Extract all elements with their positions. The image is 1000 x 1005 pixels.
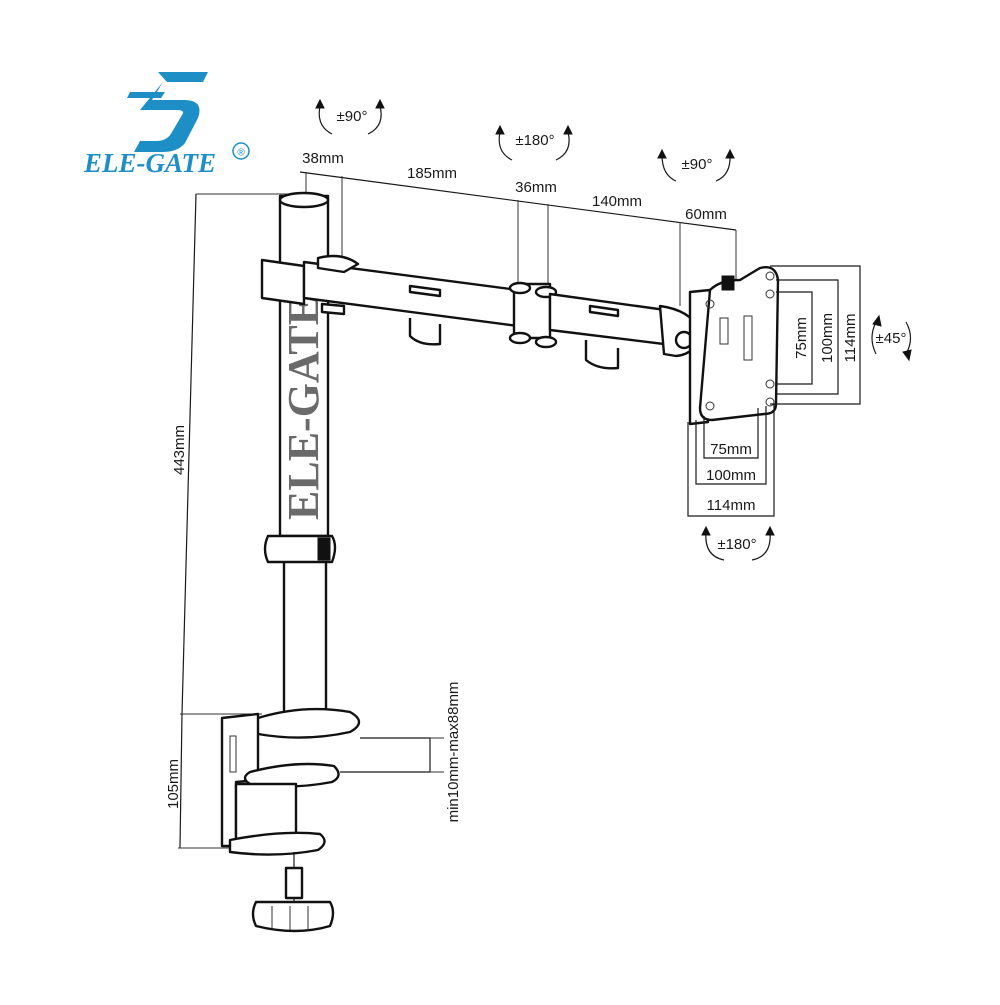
rotation-arm-joint: ±180°: [495, 124, 573, 161]
pole-bracket: [260, 258, 306, 306]
vesa-vertical-114: 114mm: [842, 314, 859, 363]
desk-thickness-dimension: min10mm-max88mm: [340, 682, 462, 823]
clamp-knob: [251, 900, 335, 933]
rotation-label: ±180°: [515, 132, 554, 149]
desk-clamp: [220, 707, 361, 933]
clamp-slot: [229, 735, 237, 773]
dim-pole-height: 443mm: [171, 425, 188, 475]
base-plate: [246, 707, 361, 739]
arm-dimension-line: 38mm 185mm 36mm 140mm 60mm: [299, 150, 737, 306]
rotation-arrow-icon: [498, 131, 513, 161]
rotation-arrow-icon: [318, 105, 333, 135]
dim-clamp-height: 105mm: [165, 759, 182, 809]
collar-knob: [317, 537, 331, 561]
vesa-vertical-100: 100mm: [819, 313, 836, 363]
vesa-horizontal-75: 75mm: [710, 441, 752, 458]
cable-clip-top: [408, 284, 442, 298]
vesa-vertical-75: 75mm: [793, 317, 810, 359]
cable-clip: [408, 318, 442, 346]
clamp-pad-lower: [228, 831, 326, 856]
screw-collar: [284, 866, 304, 900]
plate-lock: [721, 275, 735, 291]
pole-lower: [282, 554, 328, 728]
arm-hinge-bottom: [320, 302, 346, 316]
logo-mark-icon: [127, 72, 208, 152]
dim-pole-offset: 38mm: [302, 150, 344, 167]
height-dimensions: 443mm 105mm: [165, 193, 300, 849]
rotation-head-swivel: ±90°: [657, 148, 735, 182]
vesa-horizontal-114: 114mm: [707, 497, 756, 514]
dim-joint: 36mm: [515, 179, 557, 196]
pole-branding: ELE-GATE: [279, 296, 328, 520]
cable-clip: [584, 340, 620, 370]
cable-clip-top: [588, 304, 620, 318]
dim-head: 60mm: [685, 206, 727, 223]
dim-first-arm: 185mm: [407, 165, 457, 182]
rotation-arrow-icon: [705, 531, 725, 561]
dim-second-arm: 140mm: [592, 193, 642, 210]
clamp-pad-upper: [243, 762, 340, 788]
arm-hinge-top: [316, 254, 360, 274]
vesa-plate: [688, 266, 780, 426]
vesa-plate-body: [698, 266, 780, 422]
rotation-label: ±90°: [682, 156, 713, 173]
rotation-label: ±180°: [717, 536, 756, 553]
brand-logo: ELE-GATE ®: [83, 72, 250, 178]
clamp-body: [220, 712, 260, 848]
registered-circle: [232, 142, 250, 160]
logo-wordmark: ELE-GATE: [83, 148, 216, 178]
elbow-joint: [508, 281, 558, 349]
rotation-pole-swivel: ±90°: [315, 98, 385, 135]
registered-mark: ®: [237, 148, 245, 159]
second-arm: [548, 292, 702, 370]
mounting-pole: ELE-GATE: [263, 191, 337, 728]
vesa-vertical-dimensions: 75mm 100mm 114mm: [770, 265, 861, 405]
rotation-tilt: ±45°: [871, 314, 912, 362]
rotation-arrow-icon: [661, 154, 677, 182]
vesa-horizontal-dimensions: 75mm 100mm 114mm: [687, 404, 775, 517]
dim-desk-thickness: min10mm-max88mm: [445, 682, 462, 823]
rotation-label: ±90°: [337, 108, 368, 125]
rotation-label: ±45°: [876, 330, 907, 347]
rotation-plate: ±180°: [701, 525, 775, 561]
pole-cap: [278, 191, 330, 209]
vesa-horizontal-100: 100mm: [706, 467, 756, 484]
pole-upper: [278, 194, 330, 538]
